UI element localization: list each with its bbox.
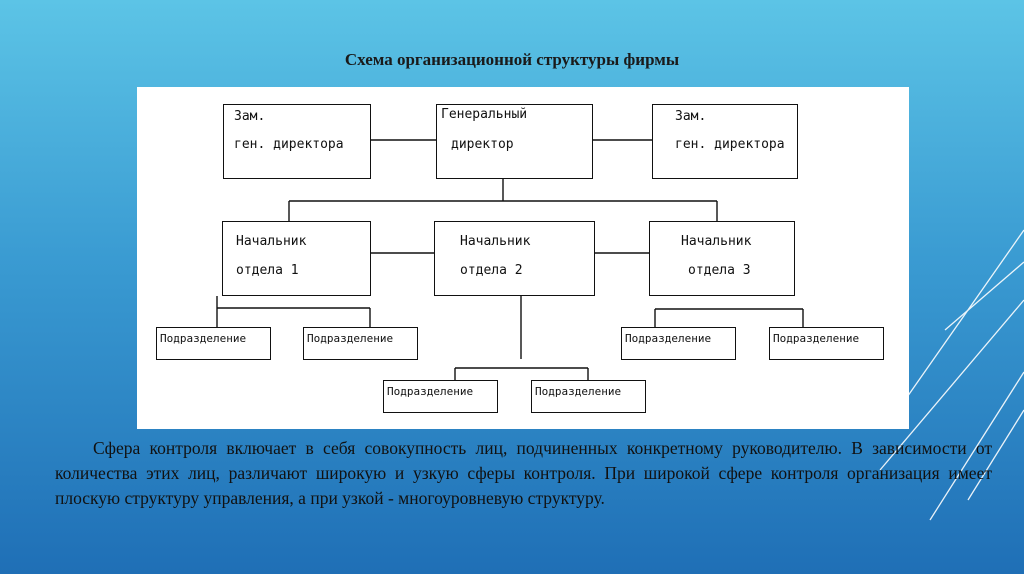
subdivision-box: Подразделение	[383, 380, 498, 413]
box-label-line1: Зам.	[234, 109, 266, 124]
box-label-line1: Начальник	[236, 234, 307, 249]
box-label-line2: отдела 1	[236, 263, 299, 278]
connector-lines	[216, 139, 804, 380]
deputy-director-left-box: Зам. ген. директора	[223, 104, 371, 179]
box-label-line1: Начальник	[460, 234, 531, 249]
box-label-line1: Начальник	[681, 234, 752, 249]
box-label-line2: ген. директора	[234, 137, 344, 152]
box-label-line1: Зам.	[675, 109, 707, 124]
dept-head-2-box: Начальник отдела 2	[434, 221, 595, 296]
general-director-box: Генеральный директор	[436, 104, 593, 179]
subdivision-box: Подразделение	[769, 327, 884, 360]
subdivision-box: Подразделение	[531, 380, 646, 413]
box-label-line2: отдела 3	[688, 263, 751, 278]
dept-head-3-box: Начальник отдела 3	[649, 221, 795, 296]
subdivision-box: Подразделение	[621, 327, 736, 360]
box-label-line2: ген. директора	[675, 137, 785, 152]
body-paragraph: Сфера контроля включает в себя совокупно…	[55, 438, 992, 508]
box-label-line2: отдела 2	[460, 263, 523, 278]
deputy-director-right-box: Зам. ген. директора	[652, 104, 798, 179]
subdivision-box: Подразделение	[303, 327, 418, 360]
org-chart: Зам. ген. директора Генеральный директор…	[137, 87, 909, 429]
box-label-line1: Генеральный	[441, 107, 528, 122]
dept-head-1-box: Начальник отдела 1	[222, 221, 371, 296]
subdivision-box: Подразделение	[156, 327, 271, 360]
box-label-line2: директор	[451, 137, 514, 152]
slide-title: Схема организационной структуры фирмы	[344, 50, 680, 69]
